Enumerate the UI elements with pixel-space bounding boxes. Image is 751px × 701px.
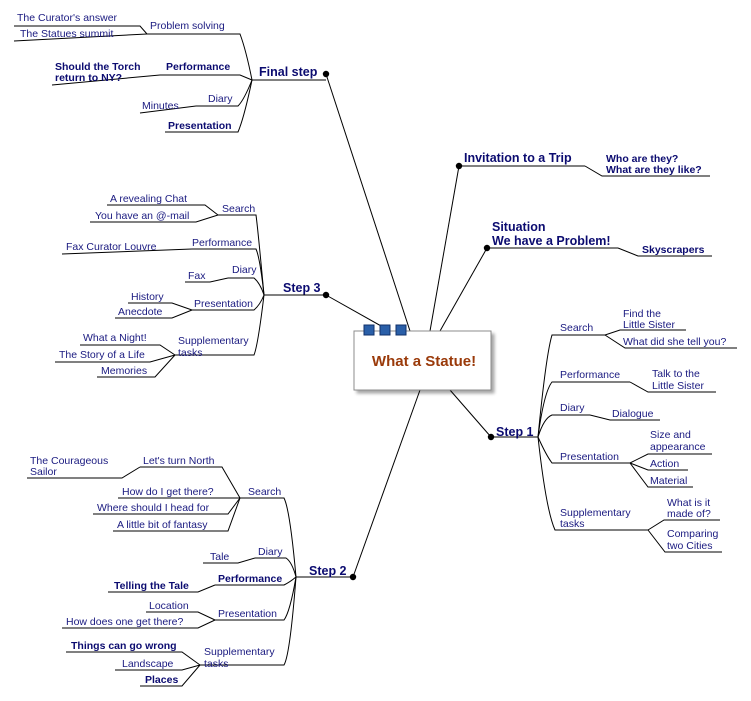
talk-line1[interactable]: Talk to the	[652, 368, 700, 380]
fax-curator-label[interactable]: Fax Curator Louvre	[66, 241, 157, 253]
places-label[interactable]: Places	[145, 674, 178, 686]
made-line2[interactable]: made of?	[667, 508, 711, 520]
step3-diary-label[interactable]: Diary	[232, 264, 257, 276]
where-head-label[interactable]: Where should I head for	[97, 502, 210, 514]
branch-step3: Step 3 Search A revealing Chat You have …	[55, 193, 326, 378]
branch-step1: Step 1 Search Find the Little Sister Wha…	[491, 308, 737, 553]
story-of-life-label[interactable]: The Story of a Life	[59, 349, 145, 361]
step1-diary-label[interactable]: Diary	[560, 402, 585, 414]
step1-supp-line2[interactable]: tasks	[560, 518, 585, 530]
fax-label[interactable]: Fax	[188, 270, 206, 282]
final-step-label[interactable]: Final step	[259, 65, 318, 79]
sailor-line2[interactable]: Sailor	[30, 466, 57, 478]
branch-situation: Situation We have a Problem! Skyscrapers	[487, 220, 712, 257]
step1-label[interactable]: Step 1	[496, 425, 534, 439]
location-label[interactable]: Location	[149, 600, 189, 612]
material-label[interactable]: Material	[650, 475, 687, 487]
situation-label-line2[interactable]: We have a Problem!	[492, 234, 611, 248]
size-line1[interactable]: Size and	[650, 429, 691, 441]
compare-line1[interactable]: Comparing	[667, 528, 719, 540]
how-get-there-label[interactable]: How do I get there?	[122, 486, 214, 498]
email-label[interactable]: You have an @-mail	[95, 210, 189, 222]
step1-presentation-label[interactable]: Presentation	[560, 451, 619, 463]
skyscrapers-label[interactable]: Skyscrapers	[642, 244, 705, 256]
action-label[interactable]: Action	[650, 458, 679, 470]
step2-search-label[interactable]: Search	[248, 486, 281, 498]
step2-label[interactable]: Step 2	[309, 564, 347, 578]
step1-supp-line1[interactable]: Supplementary	[560, 507, 631, 519]
how-one-get-label[interactable]: How does one get there?	[66, 616, 183, 628]
step2-supp-line1[interactable]: Supplementary	[204, 646, 275, 658]
made-line1[interactable]: What is it	[667, 497, 710, 509]
expand-square-icon	[379, 324, 391, 336]
center-topic[interactable]: What a Statue!	[353, 324, 492, 391]
who-are-they-label[interactable]: Who are they?	[606, 153, 678, 165]
step2-presentation-label[interactable]: Presentation	[218, 608, 277, 620]
center-title: What a Statue!	[372, 353, 476, 370]
invitation-label[interactable]: Invitation to a Trip	[464, 151, 572, 165]
step2-performance-label[interactable]: Performance	[218, 573, 282, 585]
dialogue-label[interactable]: Dialogue	[612, 408, 654, 420]
situation-label-line1[interactable]: Situation	[492, 220, 545, 234]
find-line1[interactable]: Find the	[623, 308, 661, 320]
main-connectors	[322, 70, 495, 581]
landscape-label[interactable]: Landscape	[122, 658, 174, 670]
step3-supp-line1[interactable]: Supplementary	[178, 335, 249, 347]
performance-label[interactable]: Performance	[166, 61, 230, 73]
what-did-she-label[interactable]: What did she tell you?	[623, 336, 726, 348]
what-a-night-label[interactable]: What a Night!	[83, 332, 147, 344]
torch-question-line1[interactable]: Should the Torch	[55, 61, 141, 73]
revealing-chat-label[interactable]: A revealing Chat	[110, 193, 187, 205]
step3-supp-line2[interactable]: tasks	[178, 347, 203, 359]
step3-label[interactable]: Step 3	[283, 281, 321, 295]
telling-tale-label[interactable]: Telling the Tale	[114, 580, 189, 592]
fantasy-label[interactable]: A little bit of fantasy	[117, 519, 208, 531]
memories-label[interactable]: Memories	[101, 365, 147, 377]
step2-supp-line2[interactable]: tasks	[204, 658, 229, 670]
compare-line2[interactable]: two Cities	[667, 540, 713, 552]
branch-final-step: Final step Problem solving The Curator's…	[13, 12, 326, 133]
problem-solving-label[interactable]: Problem solving	[150, 20, 225, 32]
step3-performance-label[interactable]: Performance	[192, 237, 252, 249]
talk-line2[interactable]: Little Sister	[652, 380, 704, 392]
step1-performance-label[interactable]: Performance	[560, 369, 620, 381]
minutes-label[interactable]: Minutes	[142, 100, 179, 112]
things-wrong-label[interactable]: Things can go wrong	[71, 640, 177, 652]
expand-square-icon	[363, 324, 375, 336]
what-are-they-like-label[interactable]: What are they like?	[606, 164, 702, 176]
step3-presentation-label[interactable]: Presentation	[194, 298, 253, 310]
sailor-line1[interactable]: The Courageous	[30, 455, 108, 467]
torch-question-line2[interactable]: return to NY?	[55, 72, 122, 84]
branch-step2: Step 2 Search Let's turn North The Coura…	[27, 455, 353, 687]
curators-answer-label[interactable]: The Curator's answer	[17, 12, 118, 24]
presentation-label[interactable]: Presentation	[168, 120, 232, 132]
diary-label[interactable]: Diary	[208, 93, 233, 105]
find-line2[interactable]: Little Sister	[623, 319, 675, 331]
step1-search-label[interactable]: Search	[560, 322, 593, 334]
expand-square-icon	[395, 324, 407, 336]
anecdote-label[interactable]: Anecdote	[118, 306, 163, 318]
branch-invitation: Invitation to a Trip Who are they? What …	[459, 151, 710, 177]
lets-turn-north-label[interactable]: Let's turn North	[143, 455, 215, 467]
step3-search-label[interactable]: Search	[222, 203, 255, 215]
tale-label[interactable]: Tale	[210, 551, 229, 563]
history-label[interactable]: History	[131, 291, 164, 303]
step2-diary-label[interactable]: Diary	[258, 546, 283, 558]
size-line2[interactable]: appearance	[650, 441, 706, 453]
statues-summit-label[interactable]: The Statues summit	[20, 28, 113, 40]
